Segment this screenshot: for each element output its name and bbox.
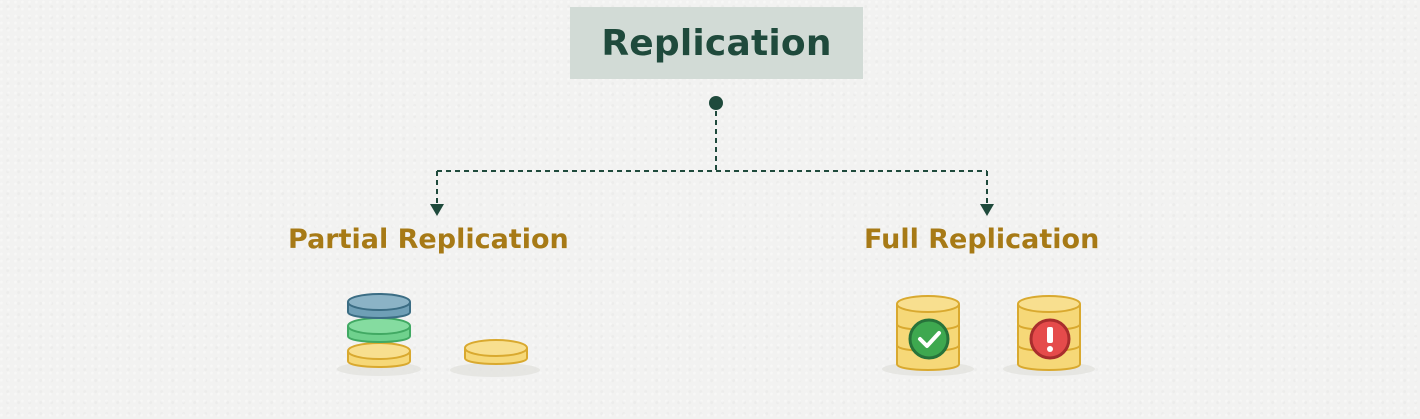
partial-database-stack-icon [337, 293, 421, 376]
replication-title-box: Replication [570, 7, 863, 79]
partial-single-disk-icon [450, 339, 540, 377]
replication-title: Replication [601, 22, 832, 64]
partial-replication-label: Partial Replication [288, 224, 569, 255]
exclamation-icon [1047, 327, 1053, 343]
left-arrow-icon [430, 204, 444, 216]
check-icon [918, 331, 941, 348]
full-database-alert-icon [1003, 295, 1095, 376]
right-arrow-icon [980, 204, 994, 216]
root-node-dot [709, 96, 723, 110]
full-replication-label: Full Replication [864, 224, 1100, 255]
full-database-check-icon [882, 295, 974, 376]
